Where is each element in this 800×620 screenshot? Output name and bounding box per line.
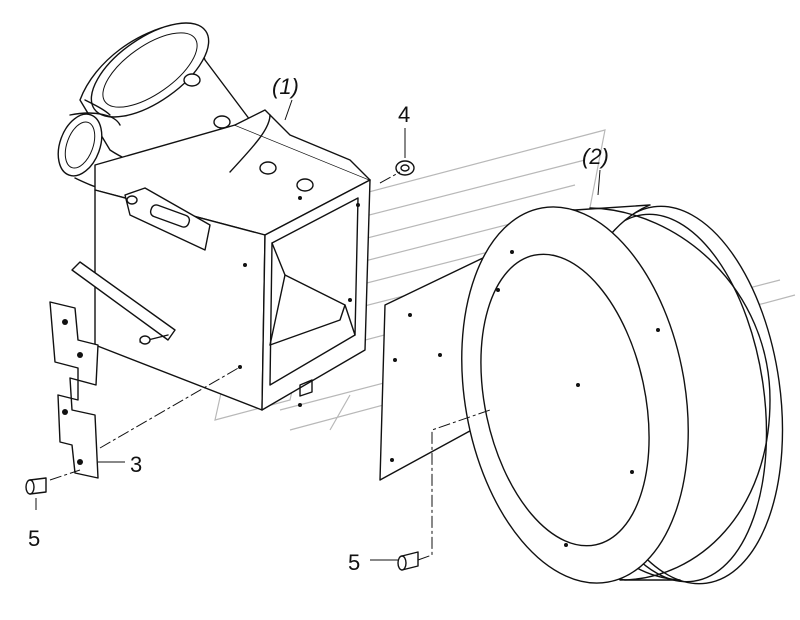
label-part-2: (2) <box>582 144 609 169</box>
screw-bottom <box>397 551 419 571</box>
label-part-5-bottom: 5 <box>348 550 360 575</box>
label-part-3: 3 <box>130 452 142 477</box>
label-part-5-left: 5 <box>28 526 40 551</box>
mounting-bracket <box>49 301 99 479</box>
assembly-lines <box>49 171 491 561</box>
label-part-4: 4 <box>398 102 410 127</box>
fan-shroud <box>379 204 784 585</box>
air-duct-housing <box>57 22 371 411</box>
screw-left <box>25 477 47 495</box>
leader-lines <box>35 99 601 561</box>
washer <box>395 160 415 176</box>
label-part-1: (1) <box>272 74 299 99</box>
